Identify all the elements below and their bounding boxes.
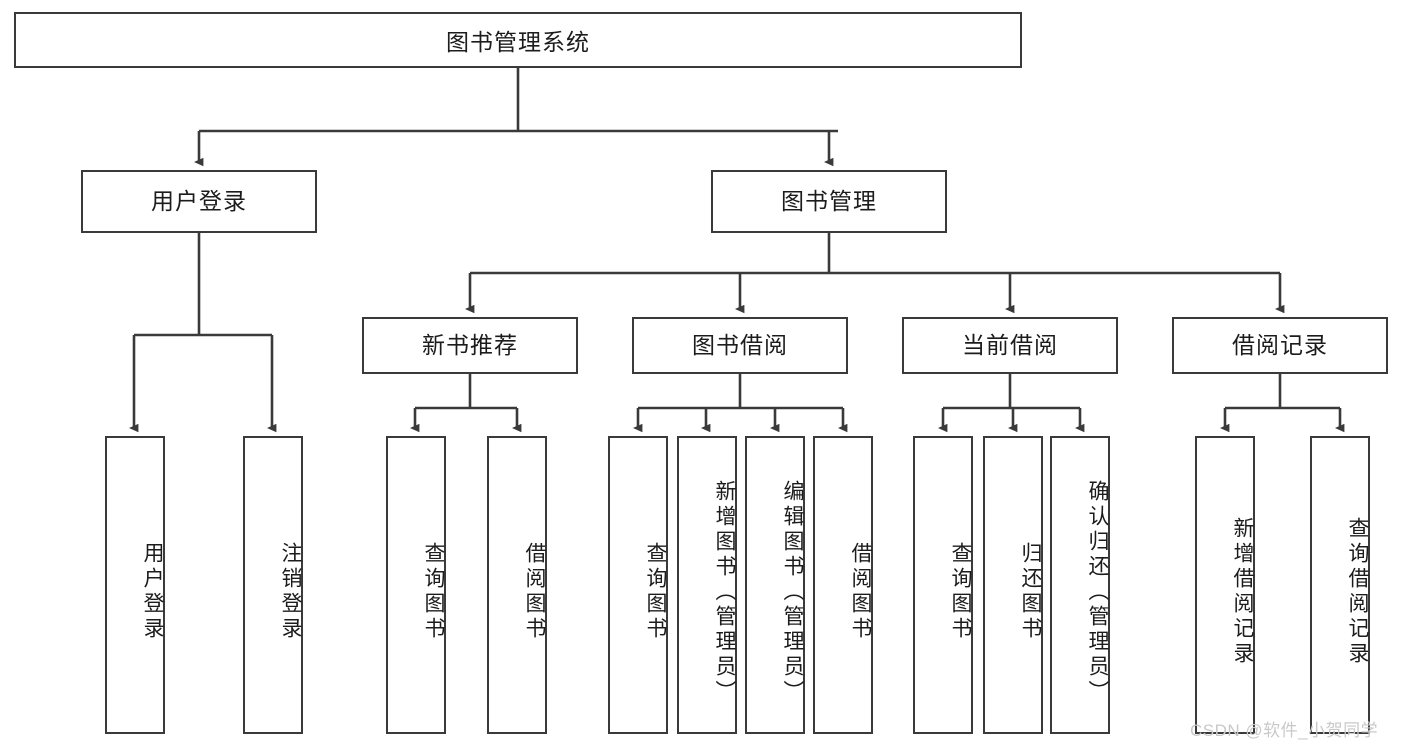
node-label: 查询图书 bbox=[644, 542, 667, 642]
node-root-system[interactable]: 图书管理系统 bbox=[14, 12, 1022, 68]
leaf-logout-login[interactable]: 注销登录 bbox=[243, 436, 303, 734]
csdn-watermark: CSDN @软件_小贺同学 bbox=[1190, 721, 1379, 740]
node-label: 确认归还（管理员） bbox=[1086, 479, 1109, 705]
leaf-edit-book-admin[interactable]: 编辑图书（管理员） bbox=[745, 436, 805, 734]
node-label: 图书借阅 bbox=[692, 331, 788, 358]
node-label: 查询图书 bbox=[422, 542, 445, 642]
leaf-current-query-book[interactable]: 查询图书 bbox=[913, 436, 973, 734]
leaf-borrow-book[interactable]: 借阅图书 bbox=[813, 436, 873, 734]
node-label: 注销登录 bbox=[279, 542, 302, 642]
node-label: 借阅图书 bbox=[849, 542, 872, 642]
node-borrow-record[interactable]: 借阅记录 bbox=[1172, 317, 1388, 374]
node-label: 用户登录 bbox=[151, 187, 247, 214]
leaf-new-book-query[interactable]: 查询图书 bbox=[386, 436, 446, 734]
node-label: 编辑图书（管理员） bbox=[781, 479, 804, 705]
node-label: 新增借阅记录 bbox=[1231, 517, 1254, 667]
node-user-login[interactable]: 用户登录 bbox=[81, 170, 317, 233]
node-label: 图书管理 bbox=[781, 187, 877, 214]
node-label: 用户登录 bbox=[141, 542, 164, 642]
node-book-management[interactable]: 图书管理 bbox=[711, 170, 947, 233]
leaf-return-book[interactable]: 归还图书 bbox=[983, 436, 1043, 734]
node-label: 当前借阅 bbox=[962, 331, 1058, 358]
leaf-new-book-borrow[interactable]: 借阅图书 bbox=[487, 436, 547, 734]
node-label: 借阅图书 bbox=[523, 542, 546, 642]
node-label: 归还图书 bbox=[1019, 542, 1042, 642]
leaf-add-book-admin[interactable]: 新增图书（管理员） bbox=[677, 436, 737, 734]
node-label: 借阅记录 bbox=[1232, 331, 1328, 358]
leaf-user-login[interactable]: 用户登录 bbox=[105, 436, 165, 734]
node-label: 查询借阅记录 bbox=[1346, 517, 1369, 667]
leaf-query-borrow-record[interactable]: 查询借阅记录 bbox=[1310, 436, 1370, 734]
node-new-book-recommend[interactable]: 新书推荐 bbox=[362, 317, 578, 374]
node-label: 图书管理系统 bbox=[446, 29, 590, 55]
node-label: 新增图书（管理员） bbox=[713, 479, 736, 705]
node-book-borrow[interactable]: 图书借阅 bbox=[632, 317, 848, 374]
node-label: 查询图书 bbox=[949, 542, 972, 642]
node-label: 新书推荐 bbox=[422, 331, 518, 358]
leaf-add-borrow-record[interactable]: 新增借阅记录 bbox=[1195, 436, 1255, 734]
leaf-borrow-query-book[interactable]: 查询图书 bbox=[608, 436, 668, 734]
leaf-confirm-return-admin[interactable]: 确认归还（管理员） bbox=[1050, 436, 1110, 734]
node-current-borrow[interactable]: 当前借阅 bbox=[902, 317, 1118, 374]
